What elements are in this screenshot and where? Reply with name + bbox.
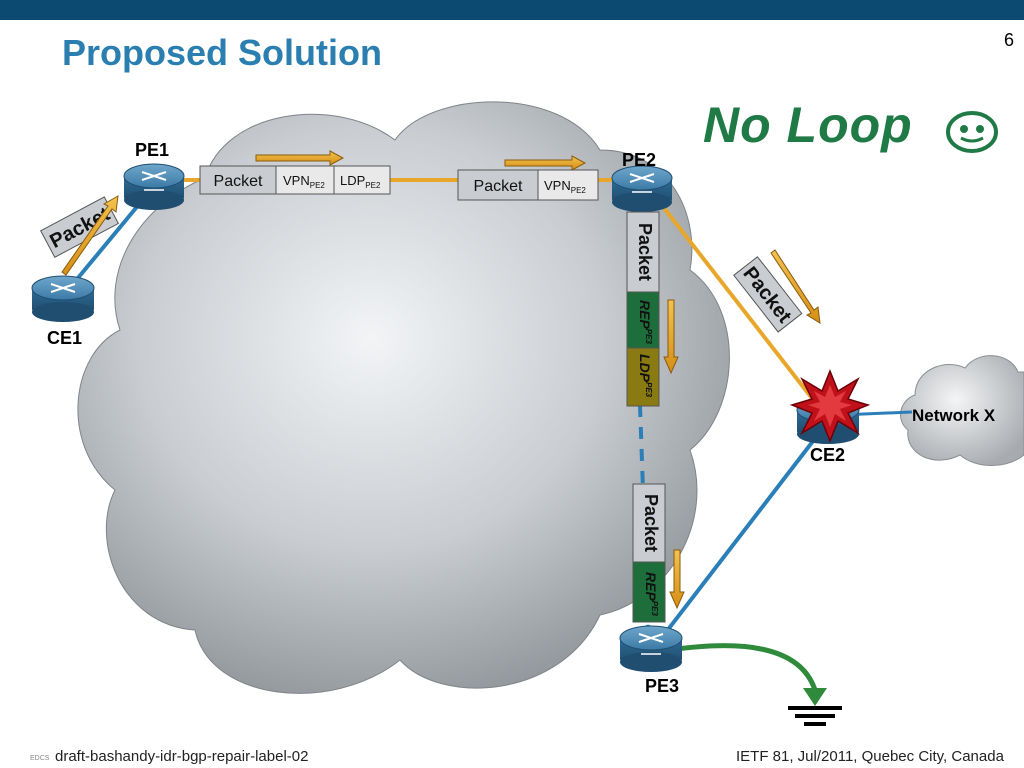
vpn-label: VPN	[544, 178, 571, 193]
packet-right-diagonal: Packet	[734, 257, 802, 332]
no-loop-headline: No Loop	[703, 96, 913, 154]
smiley-icon	[945, 110, 999, 154]
ldp-sub: PE3	[644, 382, 653, 398]
ground-symbol	[670, 646, 842, 724]
packet-label: Packet	[641, 494, 661, 552]
packet-label: Packet	[214, 173, 263, 190]
router-pe1[interactable]	[124, 164, 184, 210]
footer-event: IETF 81, Jul/2011, Quebec City, Canada	[736, 748, 1004, 765]
ldp-sub: PE2	[365, 181, 381, 190]
rep-label: REP	[637, 300, 653, 329]
pe3-label: PE3	[645, 676, 679, 697]
ce1-label: CE1	[47, 328, 82, 349]
packet-label: Packet	[635, 223, 655, 281]
rep-sub: PE3	[644, 329, 653, 345]
rep-label: REP	[643, 572, 659, 601]
vpn-sub: PE2	[310, 181, 326, 190]
packet-label: Packet	[474, 178, 523, 195]
pe1-label: PE1	[135, 140, 169, 161]
router-pe3[interactable]	[620, 626, 682, 672]
footer-tiny: EDCS	[30, 755, 49, 762]
network-x-label: Network X	[912, 406, 995, 426]
ce2-label: CE2	[810, 445, 845, 466]
ldp-label: LDP	[340, 173, 365, 188]
footer-draft-name: draft-bashandy-idr-bgp-repair-label-02	[55, 748, 308, 765]
ldp-label: LDP	[637, 354, 653, 383]
pe2-label: PE2	[622, 150, 656, 171]
router-pe2[interactable]	[612, 166, 672, 212]
router-ce1[interactable]	[32, 276, 94, 322]
failure-burst-icon	[792, 371, 868, 441]
vpn-label: VPN	[283, 173, 310, 188]
vpn-sub: PE2	[571, 186, 587, 195]
rep-sub: PE3	[650, 601, 659, 617]
